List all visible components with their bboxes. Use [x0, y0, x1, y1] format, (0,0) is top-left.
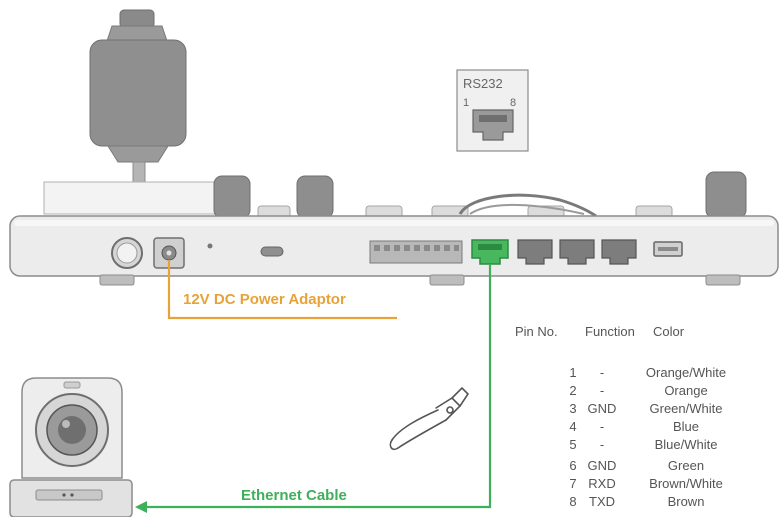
pin-color: Brown	[667, 494, 705, 509]
power-adaptor-label: 12V DC Power Adaptor	[183, 291, 346, 308]
pin-color: Green	[667, 458, 705, 473]
controller-rear-panel	[9, 215, 779, 286]
pin-function: -	[599, 437, 605, 452]
pin-color: Green/White	[649, 401, 723, 416]
pin-number: 8	[569, 494, 577, 509]
pin-number: 7	[569, 476, 577, 491]
pin-color: Orange/White	[645, 365, 727, 380]
pin-header-function: Function	[585, 324, 635, 339]
pin-number: 6	[569, 458, 577, 473]
pin-number: 2	[569, 383, 577, 398]
pin-color: Blue	[672, 419, 700, 434]
pin-color: Orange	[664, 383, 708, 398]
arrow-left-icon	[135, 501, 147, 513]
pin-number: 5	[569, 437, 577, 452]
pin-number: 3	[569, 401, 577, 416]
pin-function: -	[599, 383, 605, 398]
ethernet-cable-label: Ethernet Cable	[241, 487, 347, 504]
pin-function: RXD	[588, 476, 616, 491]
pin-number: 1	[569, 365, 577, 380]
rs232-title: RS232	[463, 76, 503, 91]
rs232-port-icon	[456, 69, 529, 152]
ethernet-cable-line	[145, 264, 492, 509]
rs232-pin-right: 8	[510, 97, 517, 109]
pin-function: GND	[587, 401, 617, 416]
rs232-pin-left: 1	[463, 97, 470, 109]
crimping-tool-icon	[389, 386, 470, 451]
pin-color: Brown/White	[649, 476, 723, 491]
controller-top-controls	[213, 171, 747, 219]
pin-number: 4	[569, 419, 577, 434]
ptz-camera-icon	[9, 377, 133, 517]
pin-function: -	[599, 365, 605, 380]
joystick-icon	[43, 9, 217, 215]
pin-function: -	[599, 419, 605, 434]
pin-function: TXD	[589, 494, 615, 509]
pin-color: Blue/White	[654, 437, 718, 452]
power-cable-line	[167, 260, 397, 320]
pin-header-pin: Pin No.	[515, 324, 558, 339]
pin-function: GND	[587, 458, 617, 473]
pin-header-color: Color	[653, 324, 685, 339]
